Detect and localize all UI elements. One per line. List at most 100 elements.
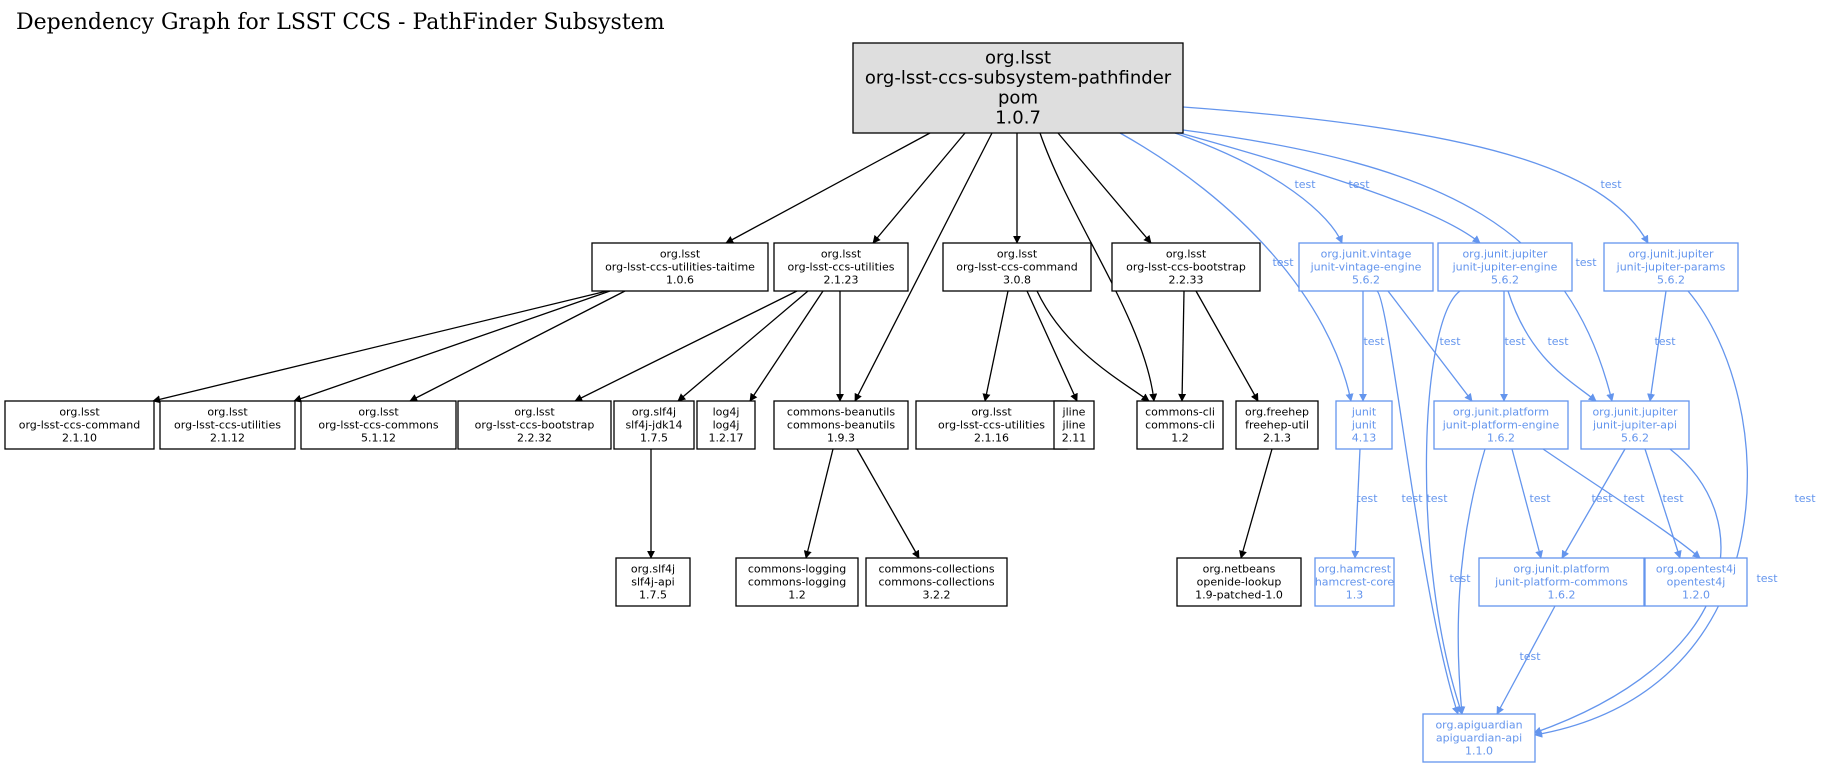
- node-label-line: 2.2.33: [1169, 274, 1204, 287]
- edge-root-to-beanutils: [854, 132, 993, 402]
- node-box: [1644, 557, 1748, 607]
- edge-line: [854, 132, 993, 402]
- edge-beanutils-to-collections: [856, 448, 920, 559]
- node-box: [1437, 242, 1573, 292]
- node-label-line: 3.0.8: [1003, 274, 1031, 287]
- edge-util2123-to-slf4jjdk: [677, 290, 809, 402]
- edge-cmd308-to-jline: [1026, 290, 1078, 402]
- node-label-line: 2.1.3: [1263, 432, 1291, 445]
- node-label-line: 5.6.2: [1491, 274, 1519, 287]
- node-box: [915, 400, 1068, 450]
- node-label-line: 2.1.12: [210, 432, 245, 445]
- node-label-line: org.lsst: [821, 248, 862, 261]
- node-box: [735, 557, 859, 607]
- edge-line: [1425, 290, 1464, 715]
- node-label-line: org.junit.jupiter: [1628, 248, 1714, 261]
- node-box: [613, 400, 695, 450]
- node-label-line: slf4j-api: [631, 576, 674, 589]
- node-label-line: org.lsst: [1166, 248, 1207, 261]
- edge-plateng-to-platcommons: test: [1511, 448, 1551, 559]
- edge-taitime-to-commons5112: [409, 290, 626, 402]
- node-label-line: log4j: [713, 419, 740, 432]
- node-box: [1111, 242, 1261, 292]
- node-label-line: 5.6.2: [1352, 274, 1380, 287]
- edge-beanutils-to-logging: [803, 448, 834, 559]
- node-label-line: 1.2.0: [1682, 589, 1710, 602]
- edge-label: test: [1439, 335, 1461, 348]
- edge-line: [1644, 448, 1682, 559]
- edge-root-to-boot2233: [1057, 132, 1152, 244]
- node-label-line: 2.1.23: [824, 274, 859, 287]
- node-label-line: org.junit.platform: [1453, 406, 1549, 419]
- node-label-line: commons-collections: [878, 563, 994, 576]
- edge-root-to-cli: [1039, 132, 1158, 402]
- edge-label: test: [1794, 492, 1816, 505]
- node-label-line: 2.2.32: [517, 432, 552, 445]
- edge-line: [1036, 290, 1150, 402]
- node-box: [615, 557, 691, 607]
- edge-line: [409, 290, 626, 402]
- node-label-line: junit: [1351, 406, 1377, 419]
- node-label-line: junit-jupiter-engine: [1452, 261, 1558, 274]
- node-label-line: junit-jupiter-api: [1592, 419, 1677, 432]
- edge-line: [1647, 290, 1667, 402]
- edge-boot2233-to-freehep: [1195, 290, 1259, 402]
- node-openide: org.netbeansopenide-lookup1.9-patched-1.…: [1176, 557, 1302, 607]
- node-box: [457, 400, 612, 450]
- node-label-line: 1.7.5: [640, 432, 668, 445]
- edge-line: [1179, 132, 1481, 244]
- edge-jupeng-to-apiguardian: test: [1425, 290, 1464, 715]
- node-label-line: apiguardian-api: [1436, 732, 1522, 745]
- node-jupeng: org.junit.jupiterjunit-jupiter-engine5.6…: [1437, 242, 1573, 292]
- edge-root-to-jupapi: test: [1182, 129, 1615, 402]
- node-label-line: commons-beanutils: [787, 419, 895, 432]
- edge-cmd308-to-cli: [1036, 290, 1150, 402]
- edge-label: test: [1426, 492, 1448, 505]
- edge-label: test: [1356, 492, 1378, 505]
- node-label-line: 1.2: [1171, 432, 1189, 445]
- node-label-line: org.hamcrest: [1318, 563, 1392, 576]
- node-label-line: org.junit.vintage: [1321, 248, 1412, 261]
- edge-line: [1351, 448, 1361, 559]
- node-label-line: junit-platform-engine: [1442, 419, 1560, 432]
- edge-label: test: [1654, 335, 1676, 348]
- node-label-line: org.lsst: [971, 406, 1012, 419]
- node-label-line: commons-collections: [878, 576, 994, 589]
- edge-jupeng-to-jupapi: test: [1507, 290, 1597, 402]
- edge-plateng-to-opentest: test: [1542, 448, 1701, 559]
- edge-root-to-jupeng: test: [1179, 132, 1481, 244]
- edge-line: [574, 290, 798, 402]
- node-label-line: 3.2.2: [923, 589, 951, 602]
- edge-root-to-taitime: [725, 132, 931, 244]
- edge-line: [152, 290, 608, 404]
- node-box: [852, 42, 1184, 134]
- node-taitime: org.lsstorg-lsst-ccs-utilities-taitime1.…: [591, 242, 769, 292]
- node-plateng: org.junit.platformjunit-platform-engine1…: [1433, 400, 1569, 450]
- edge-label: test: [1519, 650, 1541, 663]
- edge-line: [1057, 132, 1152, 244]
- edge-line: [982, 290, 1009, 402]
- edge-line: [1174, 132, 1343, 244]
- node-jupparams: org.junit.jupiterjunit-jupiter-params5.6…: [1603, 242, 1739, 292]
- edge-jupparams-to-apiguardian: test: [1534, 290, 1816, 738]
- node-label-line: org.lsst: [207, 406, 248, 419]
- node-label-line: junit-vintage-engine: [1310, 261, 1422, 274]
- node-label-line: 1.9.3: [827, 432, 855, 445]
- node-label-line: org.netbeans: [1203, 563, 1276, 576]
- edge-label: test: [1529, 492, 1551, 505]
- node-label-line: org.junit.jupiter: [1462, 248, 1548, 261]
- node-label-line: opentest4j: [1667, 576, 1726, 589]
- node-label-line: org.lsst: [660, 248, 701, 261]
- edge-label: test: [1348, 178, 1370, 191]
